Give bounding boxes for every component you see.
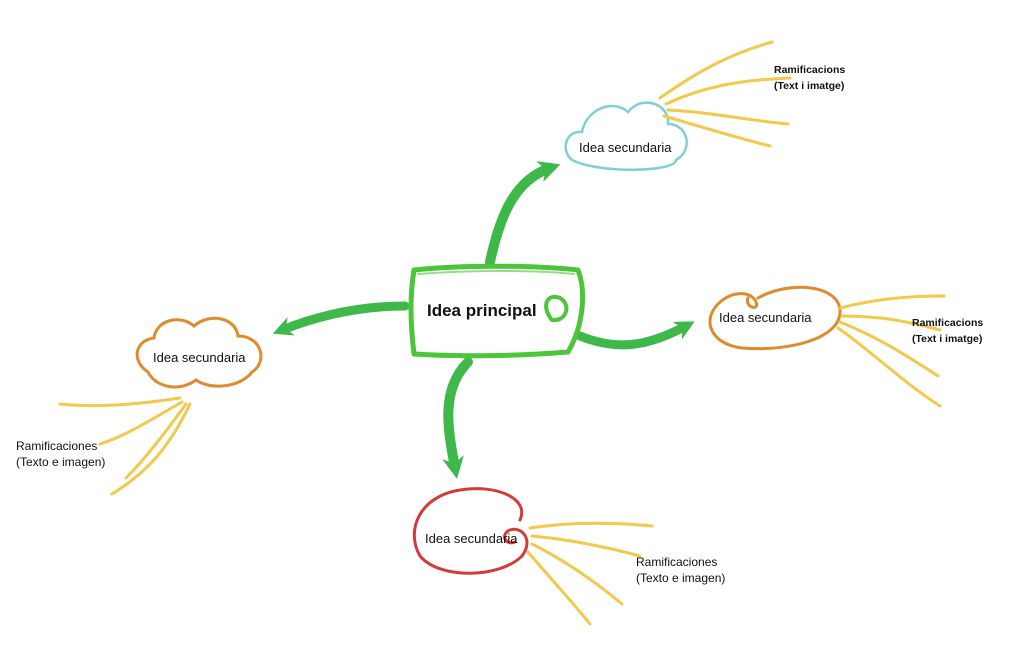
oval-right (708, 285, 842, 351)
branch-line-2: (Text i imatge) (774, 80, 845, 92)
arrow-to-left (272, 301, 410, 336)
branch-line-1: Ramificaciones (636, 555, 718, 569)
arrow-to-bottom (442, 357, 473, 479)
branch-line-1: Ramificaciones (16, 439, 98, 453)
ramification-rays (58, 40, 946, 626)
rays-bottom (526, 521, 654, 626)
branch-label-right: Ramificacions (Text i imatge) (912, 315, 983, 347)
arrow-to-right (575, 321, 695, 350)
branch-line-1: Ramificacions (774, 64, 846, 76)
secondary-idea-label-left: Idea secundaria (153, 350, 246, 365)
branch-line-2: (Text i imatge) (912, 333, 983, 345)
cloud-left (135, 316, 263, 389)
connector-arrows (272, 161, 695, 479)
secondary-idea-label-top-right: Idea secundaria (579, 140, 672, 155)
rays-top-right (658, 40, 792, 148)
rays-right (836, 294, 946, 408)
oval-bottom (412, 487, 529, 575)
secondary-idea-label-bottom: Idea secundaria (425, 531, 518, 546)
arrow-to-top-right (485, 161, 561, 267)
branch-label-bottom: Ramificaciones (Texto e imagen) (636, 554, 725, 586)
main-idea-label: Idea principal (427, 301, 537, 320)
secondary-idea-label-right: Idea secundaria (719, 310, 812, 325)
main-idea-box (408, 263, 586, 359)
branch-line-2: (Texto e imagen) (636, 571, 726, 585)
branch-label-left: Ramificaciones (Texto e imagen) (16, 438, 105, 470)
branch-line-1: Ramificacions (912, 317, 984, 329)
branch-label-top-right: Ramificacions (Text i imatge) (774, 62, 845, 94)
cloud-top-right (564, 101, 688, 171)
rays-left (58, 396, 192, 496)
branch-line-2: (Texto e imagen) (16, 455, 106, 469)
